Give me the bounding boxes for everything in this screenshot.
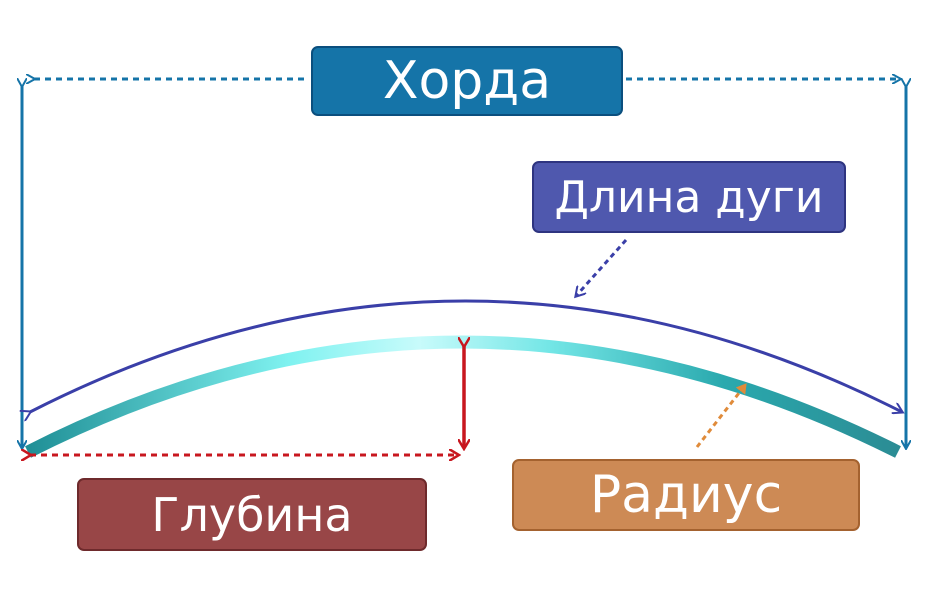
radius-label: Радиус xyxy=(512,459,860,531)
radius-pointer xyxy=(695,383,748,448)
arc-length-label: Длина дуги xyxy=(532,161,846,233)
arc-length-pointer xyxy=(576,239,628,296)
chord-label: Хорда xyxy=(311,46,623,116)
arc-length-curve xyxy=(30,299,902,412)
depth-label: Глубина xyxy=(77,478,427,551)
